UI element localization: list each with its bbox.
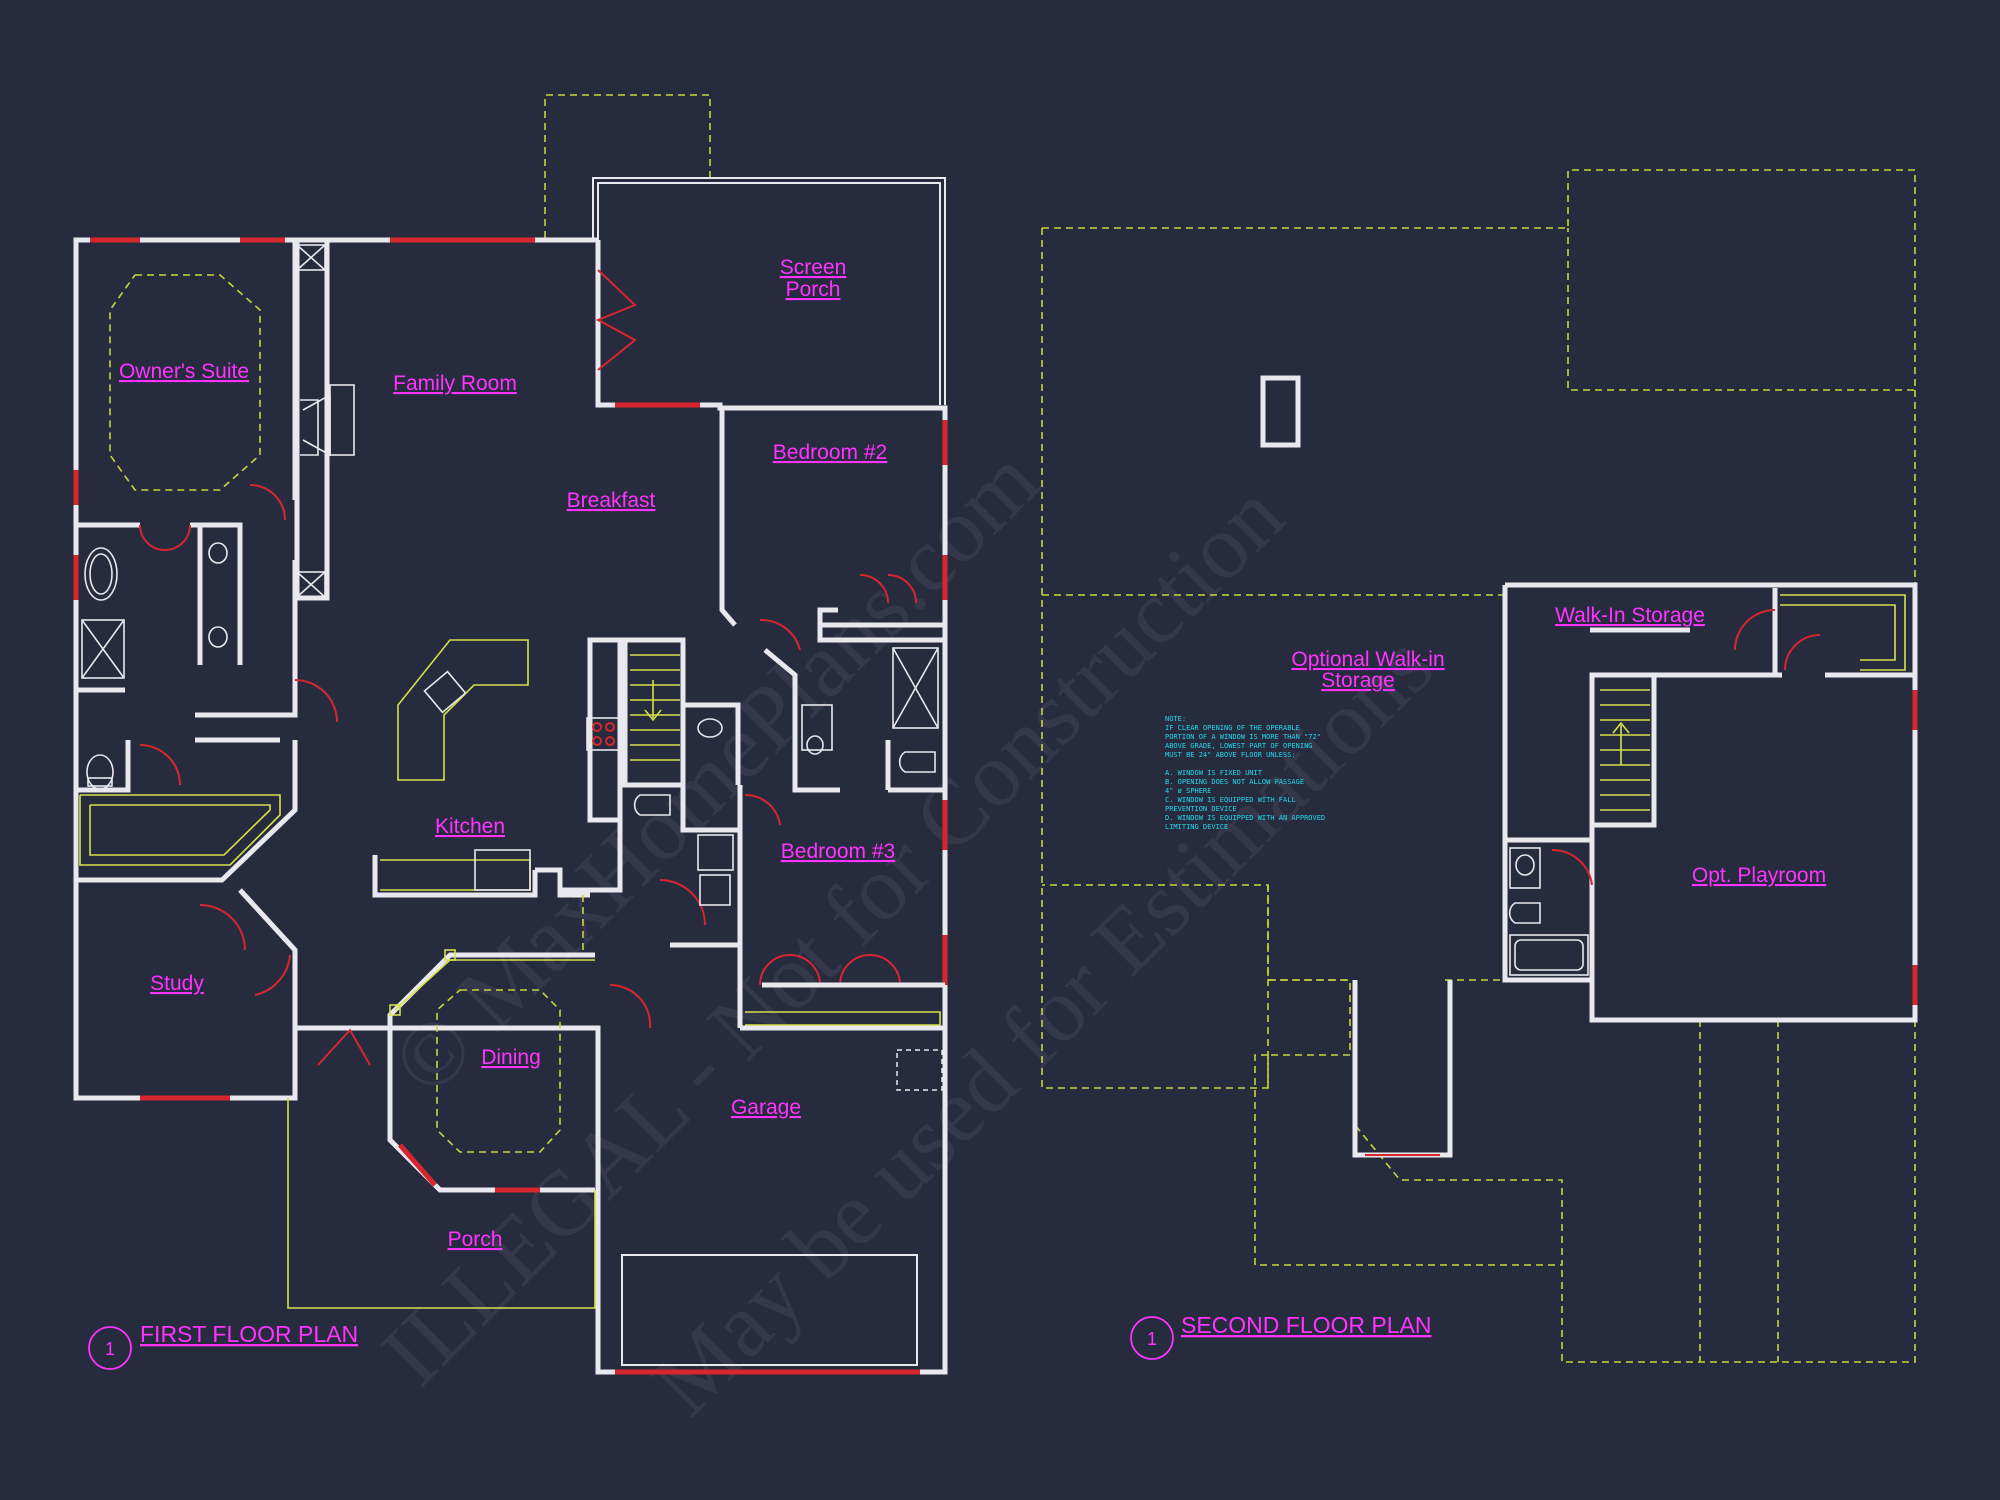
label-kitchen: Kitchen [435,815,505,838]
note-line-6: B. OPENING DOES NOT ALLOW PASSAGE [1165,778,1304,786]
label-optional-storage-1: Optional Walk-in [1291,648,1444,671]
label-bedroom-2: Bedroom #2 [773,441,887,464]
exterior-walls [73,237,948,1375]
label-owners-suite: Owner's Suite [119,360,249,383]
screen-porch-outline [592,177,946,405]
plan-number-second: 1 [1147,1329,1157,1349]
label-breakfast: Breakfast [567,489,656,512]
porch-outline [287,1098,596,1309]
plan-number-first: 1 [105,1339,115,1359]
note-line-7: 4" ø SPHERE [1165,787,1211,795]
note-line-8: C. WINDOW IS EQUIPPED WITH FALL [1165,796,1296,804]
second-floor-plan [1041,169,1918,1363]
label-porch: Porch [448,1228,503,1251]
note-line-2: PORTION OF A WINDOW IS MORE THAN "72" [1165,733,1321,741]
note-line-9: PREVENTION DEVICE [1165,805,1237,813]
first-floor-plan-title: FIRST FLOOR PLAN [140,1321,358,1347]
label-dining: Dining [481,1046,541,1069]
note-line-10: D. WINDOW IS EQUIPPED WITH AN APPROVED [1165,814,1325,822]
label-garage: Garage [731,1096,801,1119]
label-screen-porch-1: Screen [780,256,847,279]
first-floor-title: 1 FIRST FLOOR PLAN [88,1321,358,1370]
second-floor-title: 1 SECOND FLOOR PLAN [1130,1312,1432,1360]
note-line-0: NOTE: [1165,715,1186,723]
note-line-3: ABOVE GRADE, LOWEST PART OF OPENING [1165,742,1313,750]
note-line-4: MUST BE 24" ABOVE FLOOR UNLESS: [1165,751,1296,759]
note-line-5: A. WINDOW IS FIXED UNIT [1165,769,1263,777]
dining-walls [387,952,595,1193]
second-floor-walls [1505,582,1918,1023]
deck-outline [544,94,711,238]
label-opt-playroom: Opt. Playroom [1692,864,1826,887]
watermark: © MaxHomePlans.com ILLEGAL - Not for Con… [362,429,1452,1434]
second-floor-plan-title: SECOND FLOOR PLAN [1181,1312,1432,1338]
note-line-11: LIMITING DEVICE [1165,823,1228,831]
label-screen-porch-2: Porch [786,278,841,301]
first-floor-plan [73,94,948,1375]
note-line-1: IF CLEAR OPENING OF THE OPERABLE [1165,724,1300,732]
kitchen-island [397,639,529,781]
label-study: Study [150,972,204,995]
label-optional-storage-2: Storage [1321,669,1395,692]
tray-ceiling [109,274,261,491]
label-family-room: Family Room [393,372,517,395]
label-walk-in-storage: Walk-In Storage [1555,604,1705,627]
egress-note: NOTE: IF CLEAR OPENING OF THE OPERABLE P… [1165,715,1325,831]
label-bedroom-3: Bedroom #3 [781,840,895,863]
first-floor-labels: Screen Porch Owner's Suite Family Room B… [119,256,895,1251]
second-floor-labels: Walk-In Storage Optional Walk-in Storage… [1291,604,1826,887]
